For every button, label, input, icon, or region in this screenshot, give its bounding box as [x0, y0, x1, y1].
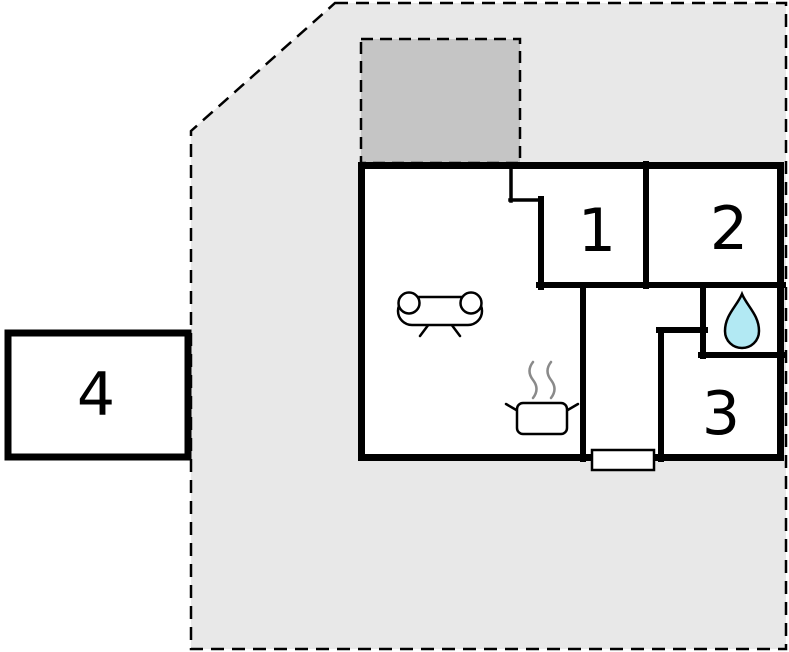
- sofa-icon: [396, 291, 484, 338]
- terrace: [359, 37, 522, 165]
- room-2-label: 2: [710, 194, 748, 264]
- steam-icon: [546, 360, 556, 400]
- room-4-label: 4: [77, 360, 115, 430]
- room-1-label: 1: [578, 196, 616, 266]
- sofa-arm-right: [459, 291, 483, 315]
- pot-body: [515, 401, 569, 436]
- sofa-arm-left: [397, 291, 421, 315]
- room-4-outline: [4, 329, 192, 461]
- steam-icon: [528, 360, 538, 400]
- water-drop-icon: [723, 290, 761, 350]
- stove-pot-icon: [504, 360, 580, 436]
- room-3-label: 3: [702, 379, 740, 449]
- entrance-door: [590, 448, 656, 472]
